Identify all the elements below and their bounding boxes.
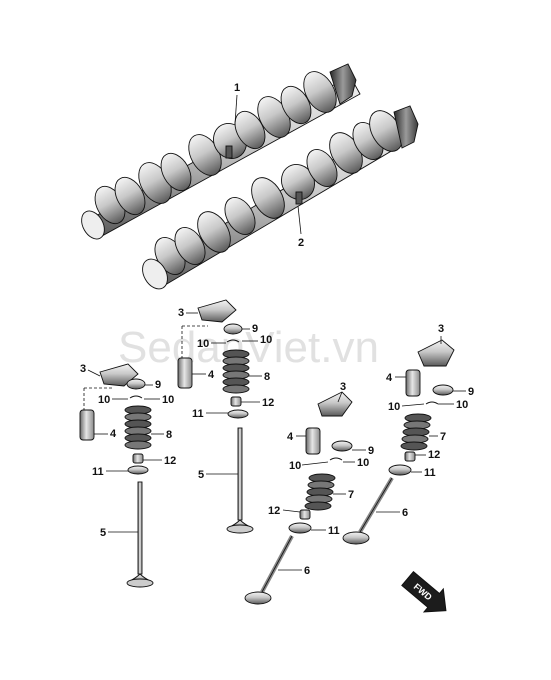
callout-1: 1: [234, 82, 240, 94]
callout-10-b-left: 10: [197, 338, 209, 350]
callout-3-a: 3: [80, 363, 86, 375]
callout-4-d: 4: [386, 372, 393, 384]
camshaft-intake: [81, 63, 361, 240]
callout-6-c: 6: [304, 565, 310, 577]
callout-3-d: 3: [438, 323, 444, 335]
fwd-arrow: FWD: [401, 570, 447, 613]
rocker-arm-exhaust-rear: [417, 339, 455, 367]
callout-10-d-left: 10: [388, 401, 400, 413]
lash-adjuster-front: [79, 409, 95, 441]
intake-spring-front: [124, 405, 152, 452]
intake-valve-group-front: [79, 363, 154, 588]
camshaft-exhaust: [142, 105, 419, 290]
callout-9-c: 9: [368, 445, 374, 457]
callout-3-c: 3: [340, 381, 346, 393]
rocker-arm-exhaust-front: [317, 391, 353, 417]
callout-5-b: 5: [198, 469, 204, 481]
callout-10-a-left: 10: [98, 394, 110, 406]
callout-2: 2: [298, 237, 304, 249]
intake-valve-group-rear: [177, 299, 254, 534]
callout-4-c: 4: [287, 431, 294, 443]
callout-10-c-right: 10: [357, 457, 369, 469]
exhaust-valve-front: [244, 591, 272, 605]
intake-spring-rear: [222, 349, 250, 394]
intake-valve-rear: [237, 427, 243, 521]
exhaust-spring-front: [304, 473, 336, 511]
callout-12-b: 12: [262, 397, 274, 409]
exhaust-valve-group-rear: [342, 339, 455, 545]
callout-12-a: 12: [164, 455, 176, 467]
callout-11-a: 11: [92, 466, 104, 478]
callout-11-d: 11: [424, 467, 436, 479]
callout-8-a: 8: [166, 429, 172, 441]
callout-4-b: 4: [208, 369, 215, 381]
callout-10-d-right: 10: [456, 399, 468, 411]
callout-3-b: 3: [178, 307, 184, 319]
callout-11-c: 11: [328, 525, 340, 537]
exhaust-spring-rear: [400, 413, 432, 451]
callout-9-a: 9: [155, 379, 161, 391]
rocker-arm-rear: [197, 299, 237, 323]
callout-9-b: 9: [252, 323, 258, 335]
callout-12-d: 12: [428, 449, 440, 461]
intake-valve-front: [137, 481, 143, 575]
callout-7-d: 7: [440, 431, 446, 443]
callout-10-b-right: 10: [260, 334, 272, 346]
watermark-text: SedanViet.vn: [118, 323, 379, 372]
callout-8-b: 8: [264, 371, 270, 383]
lash-adjuster-exhaust-rear: [405, 369, 421, 397]
callout-11-b: 11: [192, 408, 204, 420]
callout-12-c: 12: [268, 505, 280, 517]
lash-adjuster-exhaust-front: [305, 427, 321, 455]
exhaust-valve-rear: [342, 531, 370, 545]
callout-10-a-right: 10: [162, 394, 174, 406]
callout-6-d: 6: [402, 507, 408, 519]
lash-adjuster-rear: [177, 357, 193, 389]
callout-7-c: 7: [348, 489, 354, 501]
callout-9-d: 9: [468, 386, 474, 398]
callout-5-a: 5: [100, 527, 106, 539]
exhaust-valve-group-front: [244, 391, 353, 605]
callout-4-a: 4: [110, 428, 117, 440]
callout-10-c-left: 10: [289, 460, 301, 472]
